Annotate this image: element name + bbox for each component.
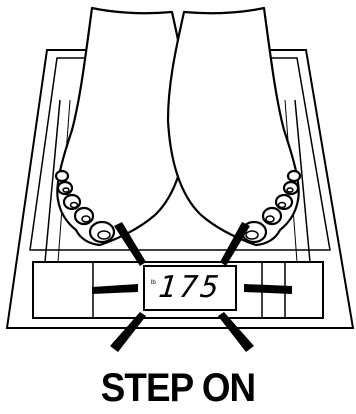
right-foot-icon — [168, 8, 300, 245]
lcd-weight-reading: 175 — [148, 268, 232, 308]
step-on-caption: STEP ON — [14, 362, 342, 414]
